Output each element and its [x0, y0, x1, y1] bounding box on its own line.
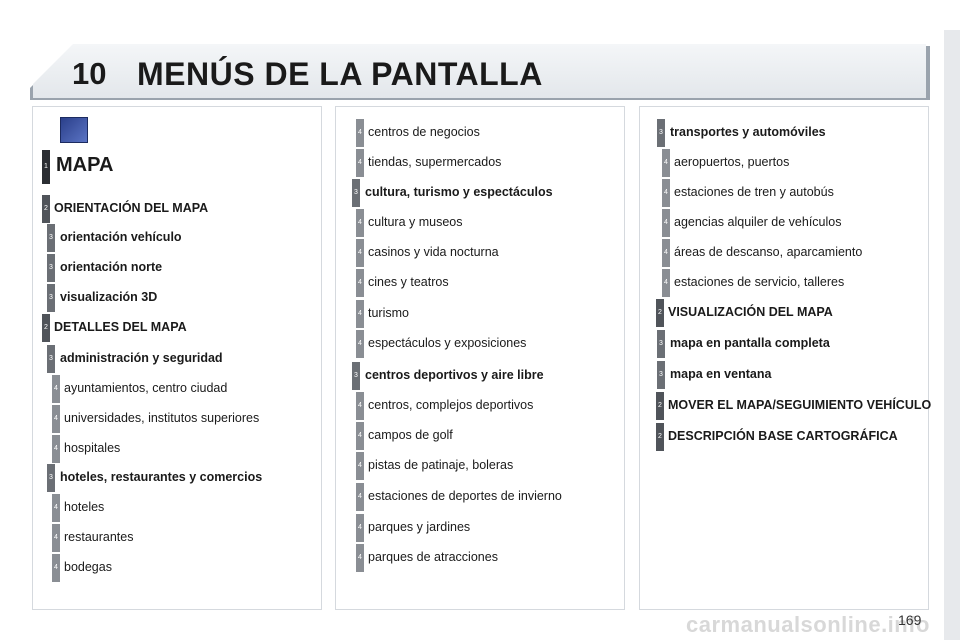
- menu-item-label: ayuntamientos, centro ciudad: [64, 381, 228, 395]
- level-marker: 4: [356, 544, 364, 572]
- menu-item-label: parques y jardines: [368, 520, 471, 534]
- menu-item-label: campos de golf: [368, 428, 453, 442]
- menu-item-label: VISUALIZACIÓN DEL MAPA: [668, 305, 833, 319]
- level-marker: 2: [42, 195, 50, 223]
- menu-item-label: estaciones de servicio, talleres: [674, 275, 845, 289]
- page-edge: [944, 30, 960, 640]
- level-marker: 3: [47, 254, 55, 282]
- level-marker: 4: [52, 494, 60, 522]
- menu-item-label: centros, complejos deportivos: [368, 398, 534, 412]
- level-marker: 2: [656, 392, 664, 420]
- level-marker: 4: [52, 405, 60, 433]
- level-marker: 3: [352, 179, 360, 207]
- level-marker: 4: [662, 269, 670, 297]
- level-marker: 4: [356, 269, 364, 297]
- menu-item-label: administración y seguridad: [60, 351, 223, 365]
- menu-item-label: agencias alquiler de vehículos: [674, 215, 842, 229]
- level-marker: 4: [52, 554, 60, 582]
- level-marker: 4: [356, 209, 364, 237]
- menu-item-label: MOVER EL MAPA/SEGUIMIENTO VEHÍCULO: [668, 398, 932, 412]
- menu-item-label: centros de negocios: [368, 125, 480, 139]
- menu-item-label: orientación vehículo: [60, 230, 182, 244]
- menu-item-label: aeropuertos, puertos: [674, 155, 790, 169]
- level-marker: 3: [47, 345, 55, 373]
- level-marker: 4: [356, 119, 364, 147]
- level-marker: 4: [356, 452, 364, 480]
- chapter-number: 10: [72, 56, 107, 91]
- level-marker: 4: [662, 239, 670, 267]
- level-marker: 3: [47, 464, 55, 492]
- watermark: carmanualsonline.info: [686, 612, 930, 637]
- level-marker: 4: [356, 392, 364, 420]
- menu-item-label: pistas de patinaje, boleras: [368, 458, 514, 472]
- level-marker: 4: [356, 149, 364, 177]
- menu-item-label: cultura, turismo y espectáculos: [365, 185, 553, 199]
- menu-column-3: [639, 106, 929, 610]
- menu-item-label: DETALLES DEL MAPA: [54, 320, 187, 334]
- level-marker: 2: [42, 314, 50, 342]
- chapter-title: MENÚS DE LA PANTALLA: [137, 56, 543, 92]
- menu-item-label: mapa en pantalla completa: [670, 336, 830, 350]
- menu-item-label: restaurantes: [64, 530, 134, 544]
- menu-column-2: [335, 106, 625, 610]
- level-marker: 4: [356, 483, 364, 511]
- level-marker: 1: [42, 150, 50, 184]
- level-marker: 4: [52, 375, 60, 403]
- level-marker: 4: [356, 422, 364, 450]
- level-marker: 4: [662, 149, 670, 177]
- menu-item-label: MAPA: [56, 154, 114, 176]
- menu-item-label: tiendas, supermercados: [368, 155, 502, 169]
- menu-item-label: DESCRIPCIÓN BASE CARTOGRÁFICA: [668, 429, 898, 443]
- menu-item-label: estaciones de tren y autobús: [674, 185, 834, 199]
- page-number: 169: [898, 612, 922, 628]
- level-marker: 3: [657, 119, 665, 147]
- menu-item-label: parques de atracciones: [368, 550, 498, 564]
- level-marker: 3: [47, 224, 55, 252]
- menu-item-label: casinos y vida nocturna: [368, 245, 499, 259]
- menu-item-label: mapa en ventana: [670, 367, 772, 381]
- menu-item-label: cultura y museos: [368, 215, 463, 229]
- chapter-header: [33, 44, 926, 98]
- level-marker: 4: [662, 179, 670, 207]
- menu-item-label: hoteles: [64, 500, 105, 514]
- level-marker: 2: [656, 423, 664, 451]
- menu-item-label: universidades, institutos superiores: [64, 411, 260, 425]
- level-marker: 4: [52, 435, 60, 463]
- menu-item-label: estaciones de deportes de invierno: [368, 489, 562, 503]
- level-marker: 3: [657, 330, 665, 358]
- level-marker: 3: [352, 362, 360, 390]
- level-marker: 4: [356, 330, 364, 358]
- menu-item-label: espectáculos y exposiciones: [368, 336, 527, 350]
- level-marker: 4: [356, 239, 364, 267]
- menu-column-1: [32, 106, 322, 610]
- menu-item-label: áreas de descanso, aparcamiento: [674, 245, 863, 259]
- level-marker: 4: [356, 300, 364, 328]
- map-icon: [60, 117, 88, 143]
- level-marker: 3: [47, 284, 55, 312]
- level-marker: 4: [662, 209, 670, 237]
- level-marker: 2: [656, 299, 664, 327]
- level-marker: 4: [356, 514, 364, 542]
- menu-item-label: orientación norte: [60, 260, 163, 274]
- menu-item-label: ORIENTACIÓN DEL MAPA: [54, 201, 209, 215]
- menu-item-label: hospitales: [64, 441, 121, 455]
- level-marker: 3: [657, 361, 665, 389]
- menu-item-label: visualización 3D: [60, 290, 158, 304]
- menu-item-label: centros deportivos y aire libre: [365, 368, 544, 382]
- menu-item-label: transportes y automóviles: [670, 125, 826, 139]
- menu-item-label: hoteles, restaurantes y comercios: [60, 470, 263, 484]
- level-marker: 4: [52, 524, 60, 552]
- menu-item-label: turismo: [368, 306, 409, 320]
- menu-item-label: bodegas: [64, 560, 112, 574]
- menu-item-label: cines y teatros: [368, 275, 449, 289]
